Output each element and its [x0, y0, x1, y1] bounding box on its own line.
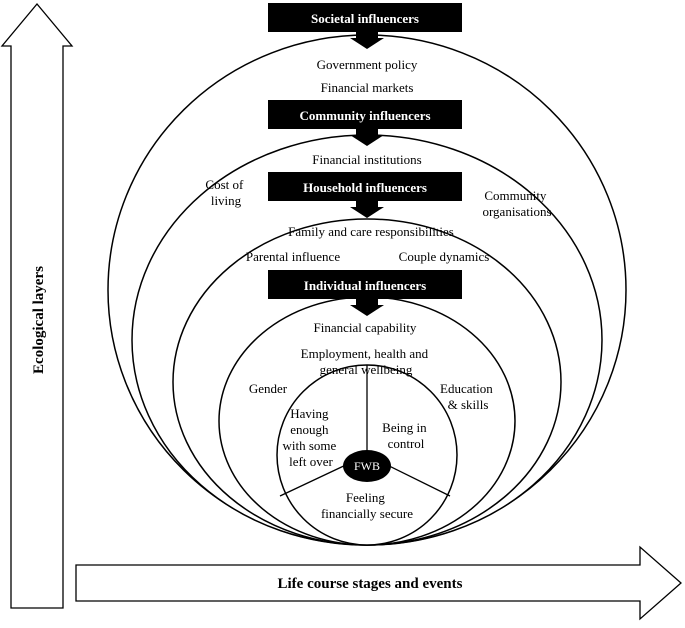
- vertical-axis-label: Ecological layers: [31, 266, 47, 374]
- fwb-center: [343, 450, 391, 482]
- fwb-center-label: FWB: [354, 459, 380, 473]
- cost-of-living-label: Cost of living: [205, 177, 246, 208]
- family-care-label: Family and care responsibilities: [288, 224, 454, 239]
- employment-health-label: Employment, health and general wellbeing: [301, 346, 432, 377]
- svg-text:Societal influencers: Societal influencers: [311, 11, 419, 26]
- financial-institutions-label: Financial institutions: [312, 152, 421, 167]
- couple-dynamics-label: Couple dynamics: [399, 249, 490, 264]
- parental-influence-label: Parental influence: [246, 249, 340, 264]
- horizontal-axis-label: Life course stages and events: [278, 576, 463, 592]
- vertical-arrow: [0, 2, 74, 609]
- community-organisations-label: Community organisations: [482, 188, 551, 219]
- education-skills-label: Education & skills: [440, 381, 496, 412]
- government-policy-label: Government policy: [317, 57, 418, 72]
- societal-header: Societal influencers: [268, 3, 462, 49]
- individual-header: Individual influencers: [268, 270, 462, 316]
- community-header: Community influencers: [268, 100, 462, 146]
- having-enough-label: Having enough with some left over: [282, 406, 339, 469]
- horizontal-arrow: [75, 545, 682, 621]
- svg-text:Community influencers: Community influencers: [299, 108, 430, 123]
- being-in-control-label: Being in control: [382, 420, 430, 451]
- financial-capability-label: Financial capability: [314, 320, 417, 335]
- svg-text:Household influencers: Household influencers: [303, 180, 427, 195]
- feeling-secure-label: Feeling financially secure: [321, 490, 413, 521]
- financial-markets-label: Financial markets: [321, 80, 414, 95]
- gender-label: Gender: [249, 381, 288, 396]
- svg-text:Individual influencers: Individual influencers: [304, 278, 426, 293]
- household-header: Household influencers: [268, 172, 462, 218]
